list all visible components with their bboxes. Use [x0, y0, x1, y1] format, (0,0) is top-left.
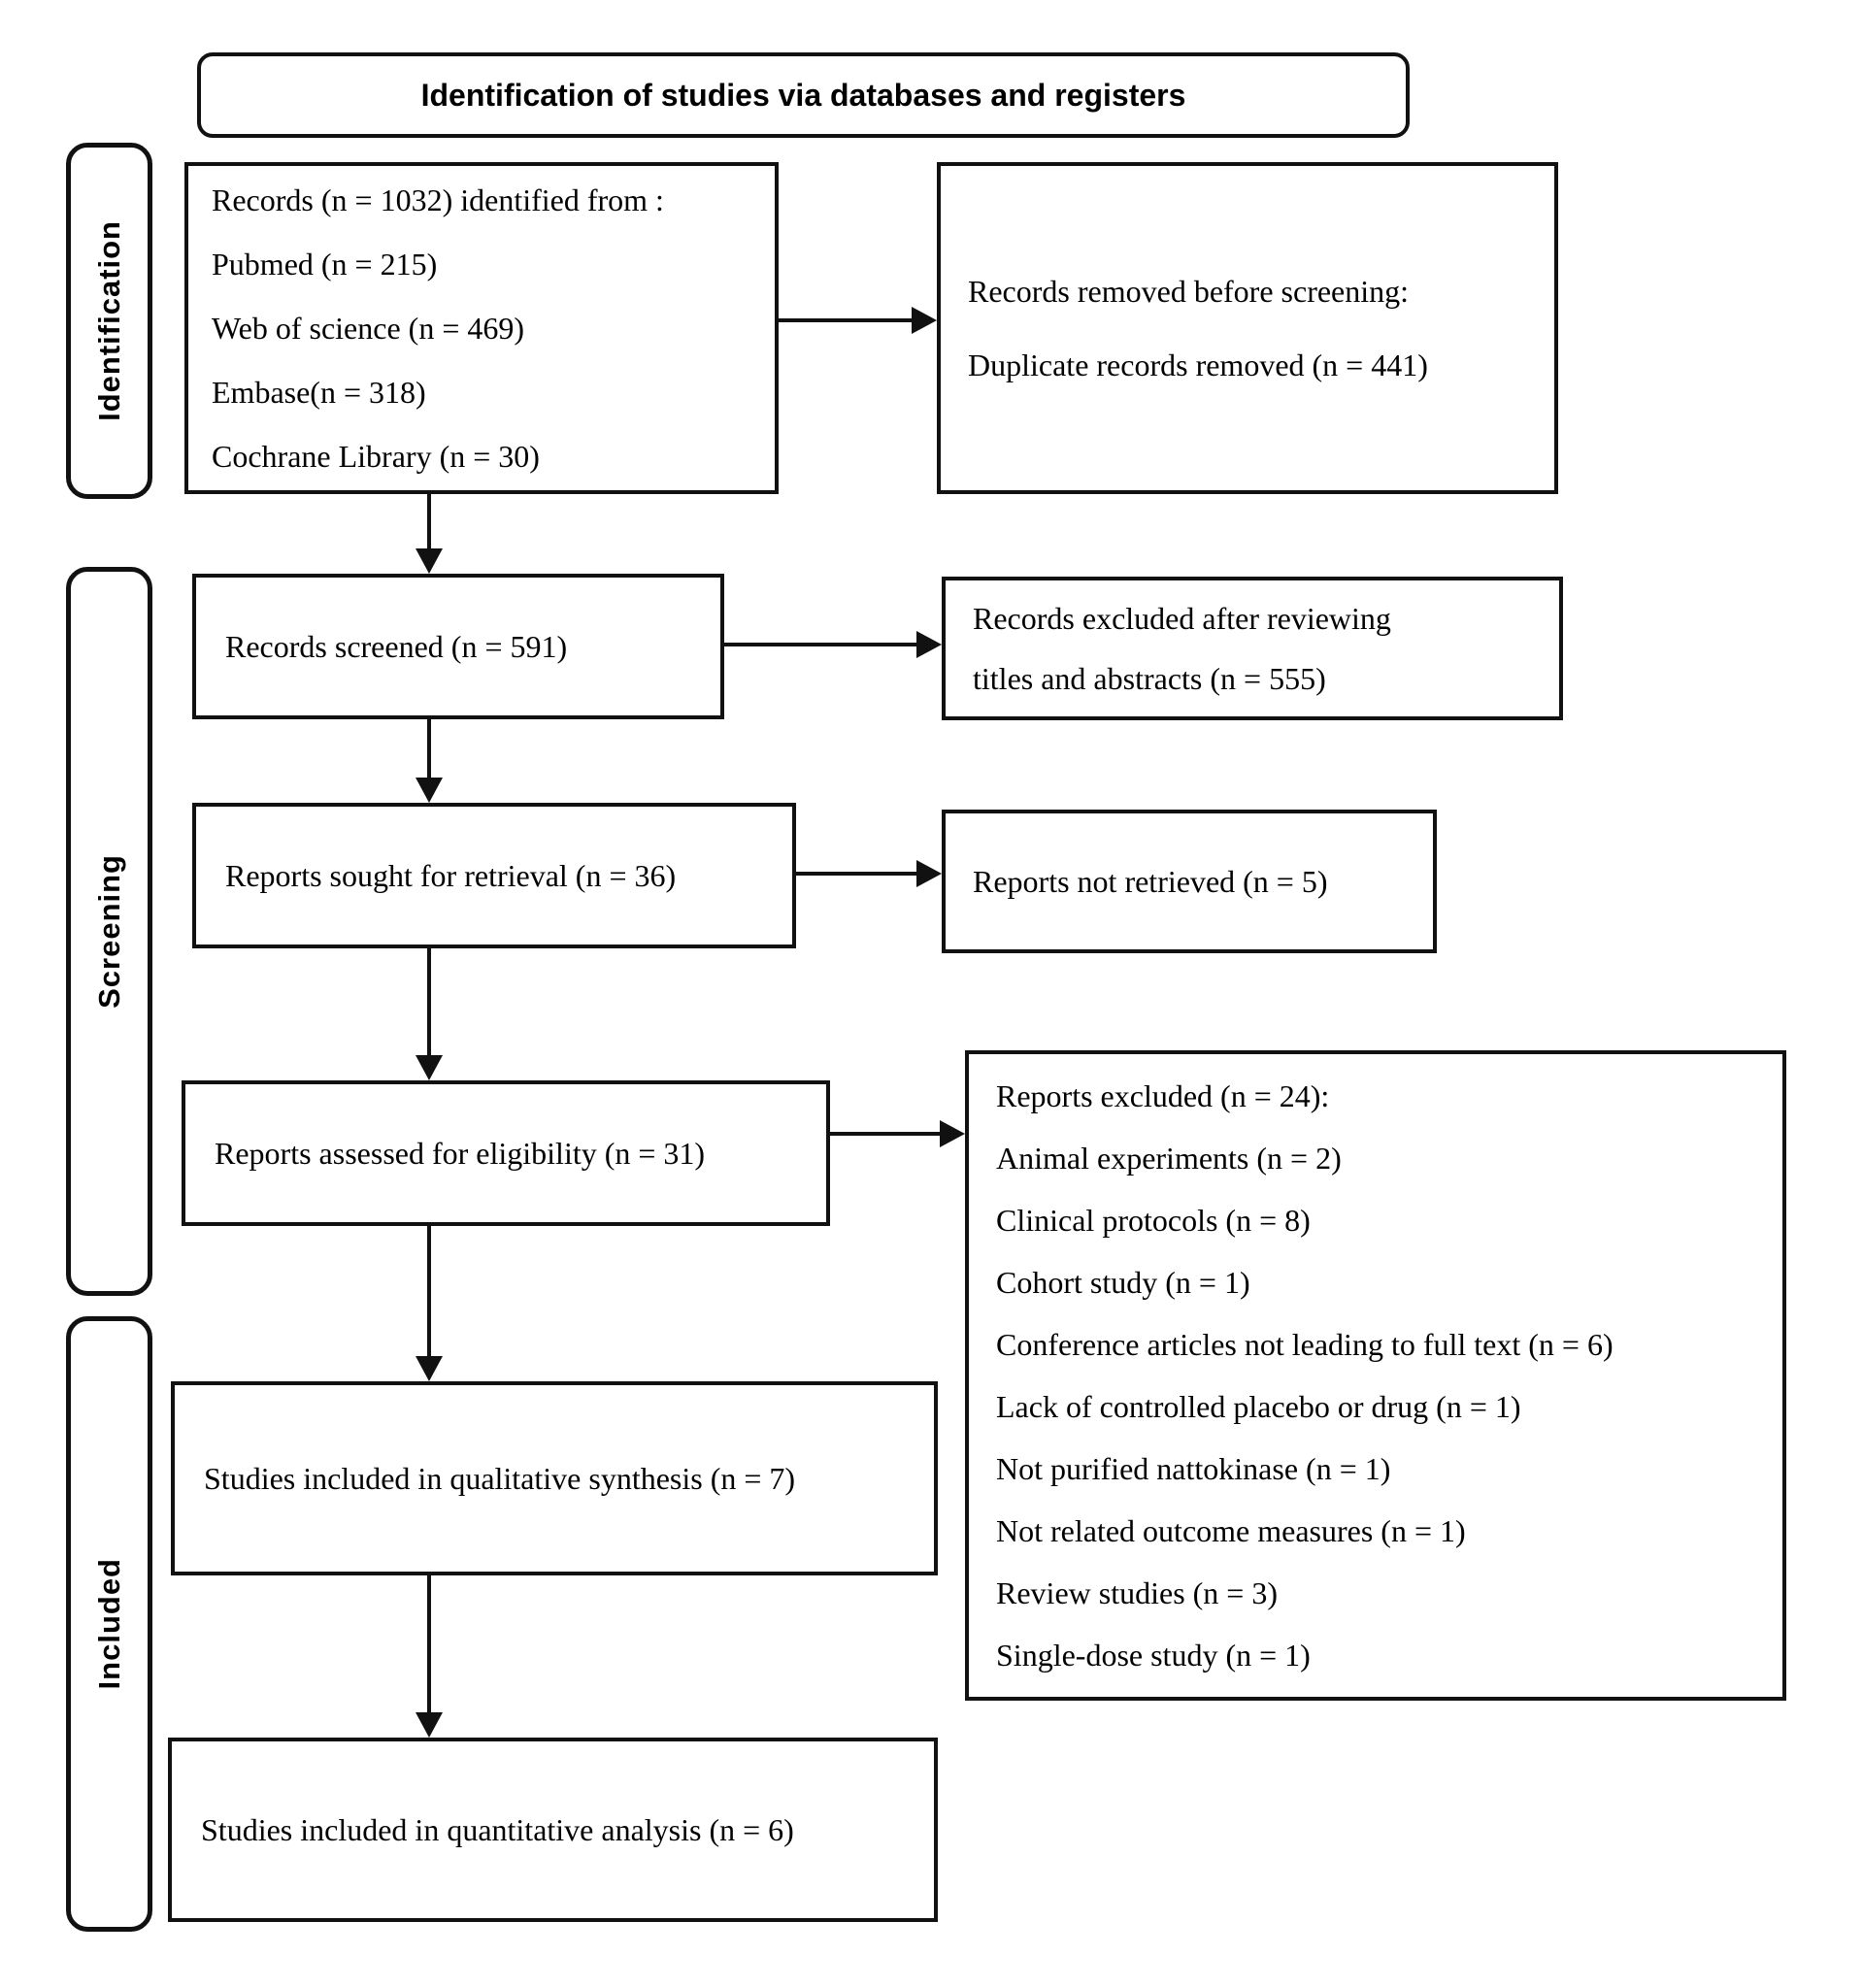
- box-reports-assessed: Reports assessed for eligibility (n = 31…: [182, 1080, 830, 1226]
- box-line: Reports sought for retrieval (n = 36): [225, 857, 677, 893]
- box-line: Reports not retrieved (n = 5): [973, 863, 1328, 899]
- diagram-title-box: Identification of studies via databases …: [197, 52, 1410, 138]
- box-records-excluded: Records excluded after reviewing titles …: [942, 577, 1563, 720]
- box-records-screened: Records screened (n = 591): [192, 574, 724, 719]
- arrow-identified-to-removed-shaft: [779, 318, 912, 322]
- arrow-qualitative-to-quantitative-head: [416, 1712, 443, 1738]
- arrow-qualitative-to-quantitative-shaft: [427, 1575, 431, 1712]
- box-line: Animal experiments (n = 2): [996, 1141, 1342, 1176]
- box-records-removed: Records removed before screening: Duplic…: [937, 162, 1558, 494]
- arrow-screened-to-excluded-head: [916, 631, 942, 658]
- box-line: Studies included in quantitative analysi…: [201, 1811, 794, 1847]
- arrow-identified-to-removed-head: [912, 307, 937, 334]
- arrow-assessed-to-excluded-head: [940, 1120, 965, 1147]
- box-quantitative-analysis: Studies included in quantitative analysi…: [168, 1738, 938, 1922]
- arrow-screened-to-sought-shaft: [427, 719, 431, 779]
- arrow-screened-to-excluded-shaft: [724, 643, 916, 646]
- arrow-identified-to-screened-head: [416, 548, 443, 574]
- arrow-assessed-to-qualitative-head: [416, 1356, 443, 1381]
- box-line: Reports assessed for eligibility (n = 31…: [215, 1135, 706, 1171]
- box-line: Not purified nattokinase (n = 1): [996, 1451, 1391, 1486]
- box-line: Cochrane Library (n = 30): [212, 439, 540, 474]
- arrow-sought-to-assessed-head: [416, 1055, 443, 1080]
- diagram-title: Identification of studies via databases …: [420, 77, 1186, 113]
- arrow-identified-to-screened-shaft: [427, 494, 431, 550]
- stage-screening-label: Screening: [91, 854, 126, 1009]
- box-line: Duplicate records removed (n = 441): [968, 348, 1428, 382]
- box-line: Web of science (n = 469): [212, 311, 525, 346]
- arrow-sought-to-notretrieved-shaft: [796, 872, 916, 876]
- box-line: Reports excluded (n = 24):: [996, 1078, 1330, 1113]
- stage-screening: Screening: [66, 567, 152, 1296]
- box-line: Lack of controlled placebo or drug (n = …: [996, 1389, 1521, 1424]
- stage-included-label: Included: [91, 1558, 126, 1690]
- arrow-screened-to-sought-head: [416, 778, 443, 803]
- arrow-assessed-to-excluded-shaft: [830, 1132, 940, 1136]
- box-reports-excluded: Reports excluded (n = 24): Animal experi…: [965, 1050, 1786, 1701]
- arrow-sought-to-assessed-shaft: [427, 948, 431, 1057]
- stage-identification: Identification: [66, 143, 152, 499]
- box-qualitative-synthesis: Studies included in qualitative synthesi…: [171, 1381, 938, 1575]
- box-line: Clinical protocols (n = 8): [996, 1203, 1311, 1238]
- box-reports-not-retrieved: Reports not retrieved (n = 5): [942, 810, 1437, 953]
- box-line: Pubmed (n = 215): [212, 247, 438, 282]
- box-line: Records (n = 1032) identified from :: [212, 182, 664, 217]
- box-line: Records removed before screening:: [968, 274, 1410, 309]
- box-records-identified: Records (n = 1032) identified from : Pub…: [184, 162, 779, 494]
- arrow-assessed-to-qualitative-shaft: [427, 1226, 431, 1356]
- box-line: Records excluded after reviewing: [973, 601, 1391, 636]
- box-line: Studies included in qualitative synthesi…: [204, 1460, 796, 1496]
- arrow-sought-to-notretrieved-head: [916, 860, 942, 887]
- stage-identification-label: Identification: [91, 220, 126, 421]
- box-line: Embase(n = 318): [212, 375, 426, 410]
- box-line: Not related outcome measures (n = 1): [996, 1513, 1466, 1548]
- box-reports-sought: Reports sought for retrieval (n = 36): [192, 803, 796, 948]
- stage-included: Included: [66, 1316, 152, 1932]
- box-line: titles and abstracts (n = 555): [973, 661, 1326, 696]
- box-line: Review studies (n = 3): [996, 1575, 1278, 1610]
- box-line: Single-dose study (n = 1): [996, 1638, 1311, 1673]
- box-line: Cohort study (n = 1): [996, 1265, 1250, 1300]
- box-line: Records screened (n = 591): [225, 628, 568, 664]
- box-line: Conference articles not leading to full …: [996, 1327, 1613, 1362]
